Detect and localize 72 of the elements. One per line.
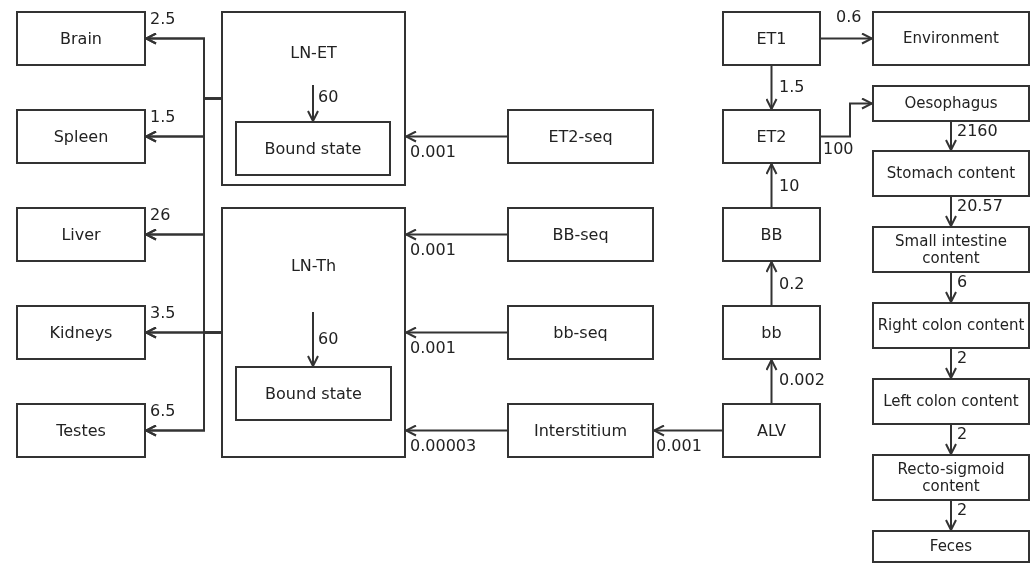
- arrow: [945, 272, 957, 303]
- compartment-box: [722, 11, 821, 66]
- node-label: ALV: [756, 421, 786, 440]
- arrow: [945, 424, 957, 455]
- node-label: Environment: [903, 30, 999, 47]
- compartment-box: [872, 530, 1030, 563]
- node-label: Spleen: [53, 127, 109, 146]
- arrow: [765, 359, 778, 404]
- compartment-box: [16, 207, 146, 262]
- compartment-box: [235, 121, 391, 176]
- arrow: [765, 261, 778, 306]
- compartment-box: [507, 403, 654, 458]
- arrow: [945, 196, 957, 227]
- arrow: [820, 32, 873, 45]
- node-label: Bound state: [265, 384, 362, 403]
- arrow: [307, 84, 319, 122]
- compartment-box: [872, 85, 1030, 122]
- node-label: ET2: [756, 127, 787, 146]
- node-label: Bound state: [264, 139, 362, 158]
- arrow: [945, 348, 957, 379]
- node-label: Testes: [56, 421, 106, 440]
- arrow: [307, 311, 319, 367]
- node-label: Recto-sigmoid content: [896, 461, 1006, 494]
- arrow: [405, 326, 508, 339]
- compartment-box: [507, 207, 654, 262]
- node-label: ET1: [756, 29, 787, 48]
- node-label: Small intestine content: [894, 233, 1008, 266]
- arrow: [765, 65, 778, 110]
- node-label: ET2-seq: [548, 127, 613, 146]
- arrow: [653, 424, 723, 437]
- node-label: Feces: [929, 538, 973, 555]
- compartment-box: [872, 11, 1030, 66]
- compartment-box: [507, 109, 654, 164]
- node-label: LN-Th: [290, 256, 337, 275]
- compartment-box: [16, 403, 146, 458]
- node-label: bb-seq: [553, 323, 608, 342]
- arrow: [405, 130, 508, 143]
- compartment-box: [235, 366, 392, 421]
- arrow: [145, 331, 222, 437]
- compartment-box: [722, 403, 821, 458]
- compartment-box: [722, 207, 821, 262]
- node-label: BB-seq: [552, 225, 609, 244]
- compartment-box: [16, 109, 146, 164]
- compartment-box: [872, 454, 1030, 501]
- node-label: Brain: [60, 29, 102, 48]
- compartment-box: [872, 226, 1030, 273]
- arrow: [405, 424, 508, 437]
- node-label: Right colon content: [877, 317, 1025, 334]
- node-label: Liver: [61, 225, 101, 244]
- compartment-box: [872, 378, 1030, 425]
- compartment-box: [507, 305, 654, 360]
- node-label: LN-ET: [290, 43, 337, 62]
- node-label: Left colon content: [883, 393, 1019, 410]
- compartment-box: [16, 305, 146, 360]
- compartment-box: [722, 109, 821, 164]
- node-label: Interstitium: [533, 421, 628, 440]
- compartment-box: [221, 207, 406, 458]
- arrow: [945, 500, 957, 531]
- node-label: Kidneys: [49, 323, 113, 342]
- arrow: [405, 228, 508, 241]
- compartment-box: [16, 11, 146, 66]
- compartment-box: [221, 11, 406, 186]
- compartment-box: [722, 305, 821, 360]
- compartment-box: [872, 302, 1030, 349]
- node-label: Stomach content: [886, 165, 1016, 182]
- arrow: [765, 163, 778, 208]
- node-label: bb: [761, 323, 782, 342]
- compartment-box: [872, 150, 1030, 197]
- arrow: [945, 121, 957, 151]
- node-label: Oesophagus: [904, 95, 998, 112]
- arrow: [820, 97, 873, 138]
- node-label: BB: [760, 225, 783, 244]
